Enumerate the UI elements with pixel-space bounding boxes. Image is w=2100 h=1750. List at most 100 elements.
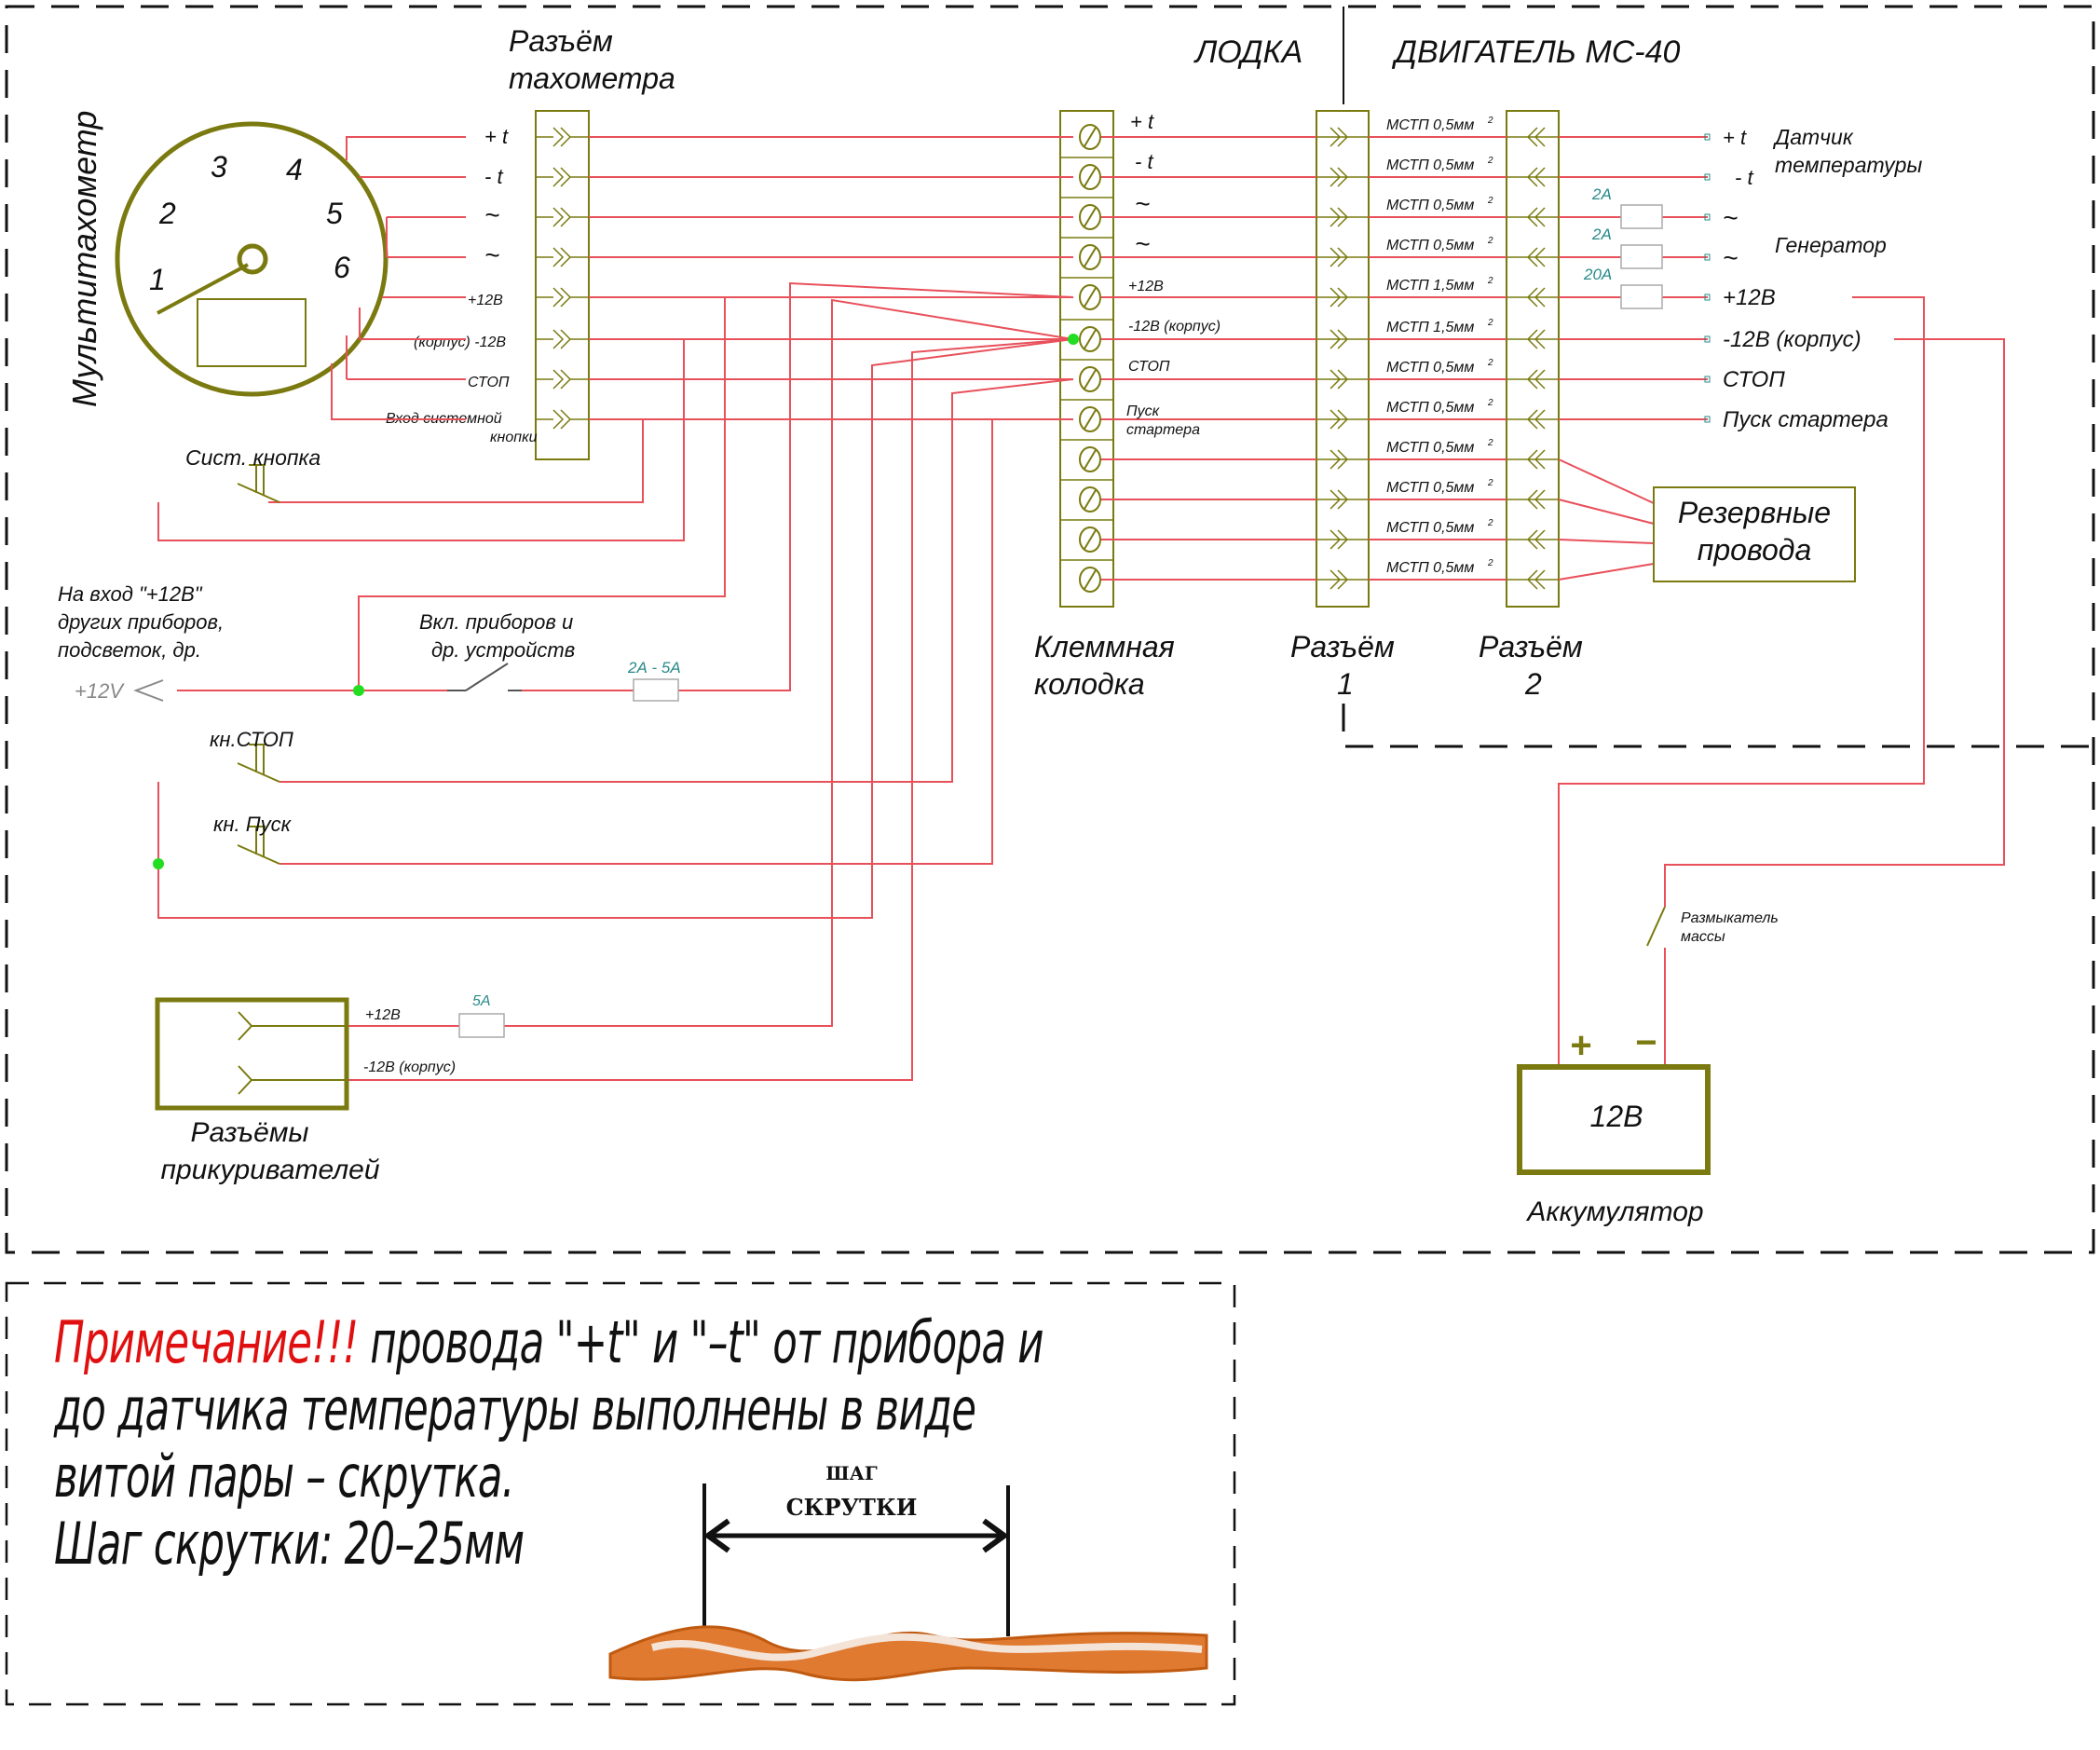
- wire-spec-sup: 2: [1487, 558, 1493, 568]
- pin-end: [1704, 335, 1711, 343]
- pin-end: [1704, 133, 1711, 141]
- fuse-label: 2А: [1591, 185, 1612, 203]
- screw-slot: [1084, 127, 1097, 147]
- tach-pin-label: (корпус) -12В: [414, 335, 506, 350]
- wire-spec: МСТП 0,5мм: [1386, 198, 1474, 213]
- wire-stop-ground: [157, 338, 1074, 919]
- terminal-label: Пуск: [1126, 403, 1161, 419]
- screw-icon: [1079, 567, 1101, 593]
- twisted-pair-figure: ШАГ СКРУТКИ: [608, 1462, 1208, 1682]
- battery-voltage: 12В: [1590, 1100, 1643, 1133]
- terminal-label: -12В (корпус): [1128, 319, 1220, 335]
- screw-slot: [1084, 207, 1097, 227]
- connector2-pin-icon: [1507, 287, 1559, 308]
- connector1-pin-icon: [1316, 569, 1369, 590]
- generator-label: Генератор: [1775, 233, 1887, 257]
- ground-disconnect-label-2: массы: [1681, 929, 1725, 945]
- wire-spec: МСТП 0,5мм: [1386, 560, 1474, 576]
- tach-connector-title-2: тахометра: [509, 62, 675, 95]
- instruments-label-2: др. устройств: [431, 638, 575, 662]
- engine-pin-label: ~: [1723, 243, 1738, 272]
- connector-2: [1506, 110, 1560, 608]
- tach-pin-label: кнопки: [490, 430, 538, 445]
- connector2-pin-icon: [1507, 369, 1559, 390]
- connector1-pin-icon: [1316, 287, 1369, 308]
- lighter-sockets-box: [155, 997, 349, 1111]
- wire-to-reserve: [1558, 539, 1655, 544]
- wire-spec: МСТП 0,5мм: [1386, 157, 1474, 173]
- connector1-pin-icon: [1316, 529, 1369, 550]
- wire-spec: МСТП 0,5мм: [1386, 238, 1474, 253]
- dial-3: 3: [211, 150, 227, 184]
- instruments-fuse-icon: [633, 678, 679, 702]
- reserve-label-2: провода: [1698, 533, 1811, 567]
- connector1-title-1: Разъём: [1290, 630, 1395, 663]
- screw-slot: [1084, 569, 1097, 590]
- tachometer-title: Мультитахометр: [65, 111, 103, 407]
- connector2-pin-icon: [1507, 409, 1559, 430]
- pin-end: [1704, 416, 1711, 423]
- terminal-label: + t: [1130, 110, 1154, 133]
- ground-disconnect-label-1: Размыкатель: [1681, 910, 1779, 926]
- engine-pin-label: -12В (корпус): [1723, 327, 1861, 352]
- connector1-pin-icon: [1316, 329, 1369, 349]
- zone-boat-label: ЛОДКА: [1193, 34, 1302, 70]
- tach-pin-label: + t: [484, 125, 509, 148]
- terminal-label: стартера: [1126, 422, 1200, 438]
- screw-icon: [1079, 526, 1101, 553]
- fuse-icon: [1620, 284, 1663, 309]
- other-input-label-3: подсветок, др.: [58, 638, 201, 662]
- other-input-label-2: других приборов,: [58, 610, 224, 634]
- lighter-title-1: Разъёмы: [191, 1117, 309, 1148]
- pin-end: [1704, 173, 1711, 181]
- wire-lighter-minus: [347, 338, 1074, 1081]
- connector2-pin-icon: [1507, 529, 1559, 550]
- screw-icon: [1079, 486, 1101, 513]
- wire-spec-sup: 2: [1487, 276, 1493, 286]
- terminal-block-title-1: Клеммная: [1034, 630, 1175, 663]
- tach-pin-label: ~: [484, 200, 499, 229]
- connector2-pin-icon: [1507, 569, 1559, 590]
- engine-pin-label: СТОП: [1723, 367, 1785, 392]
- screw-icon: [1079, 326, 1101, 352]
- lighter-minus-label: -12В (корпус): [363, 1060, 456, 1075]
- display-window: [197, 298, 307, 367]
- wire-battery-plus: [1558, 296, 1925, 1067]
- screw-slot: [1084, 409, 1097, 430]
- note-line-3: витой пары – скрутка.: [54, 1442, 514, 1511]
- screw-slot: [1084, 247, 1097, 267]
- tach-pin-icon: [536, 247, 589, 267]
- main-frame: [5, 5, 2095, 1254]
- screw-slot: [1084, 369, 1097, 390]
- fuse-label: 20А: [1583, 266, 1612, 283]
- battery-minus-icon: −: [1635, 1022, 1657, 1063]
- zone-engine-label: ДВИГАТЕЛЬ МС-40: [1391, 34, 1680, 70]
- ground-disconnect-switch-icon: [1646, 906, 1666, 947]
- lighter-fuse-icon: [458, 1013, 505, 1038]
- dial-1: 1: [149, 263, 166, 296]
- wire-sys-loop: [157, 339, 685, 541]
- tach-connector: [535, 110, 590, 460]
- wire-spec-sup: 2: [1487, 398, 1493, 408]
- wire-spec: МСТП 0,5мм: [1386, 480, 1474, 496]
- connector1-pin-icon: [1316, 449, 1369, 470]
- screw-icon: [1079, 204, 1101, 230]
- lighter-socket-icons: [238, 1011, 347, 1095]
- wire-stop: [280, 378, 1074, 783]
- connector1-pin-icon: [1316, 409, 1369, 430]
- engine-pin-label: ~: [1723, 203, 1738, 232]
- screw-slot: [1084, 329, 1097, 349]
- engine-pin-label: Пуск стартера: [1723, 407, 1889, 432]
- tachometer-dial: [115, 121, 389, 397]
- tach-pin-label: ~: [484, 240, 499, 269]
- push-button-switch-icon: [237, 744, 280, 783]
- connector1-pin-icon: [1316, 207, 1369, 227]
- wire-spec: МСТП 0,5мм: [1386, 400, 1474, 416]
- tach-pin-label: +12В: [468, 293, 503, 308]
- tach-pin-icon: [536, 287, 589, 308]
- wire-spec: МСТП 1,5мм: [1386, 320, 1474, 335]
- screw-icon: [1079, 124, 1101, 150]
- plus12v-output-label: +12V: [75, 679, 125, 703]
- other-input-label-1: На вход "+12В": [58, 582, 203, 606]
